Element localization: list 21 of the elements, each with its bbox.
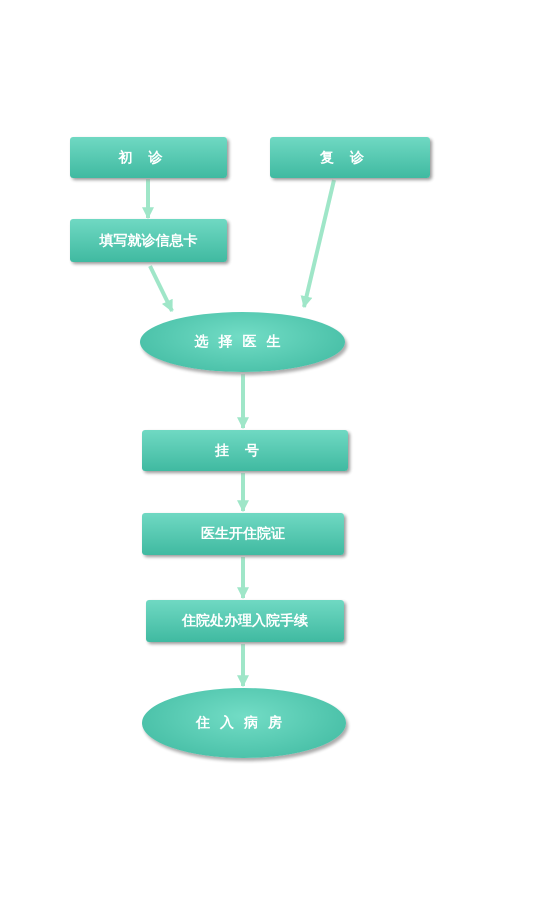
process-box	[270, 137, 430, 178]
process-box	[146, 600, 344, 642]
arrow	[148, 265, 174, 312]
node-label: 填写就诊信息卡	[100, 232, 198, 250]
arrow	[237, 473, 249, 512]
node-label: 住院处办理入院手续	[182, 612, 308, 630]
process-box	[70, 219, 227, 262]
process-box	[70, 137, 227, 178]
node-label: 医生开住院证	[201, 525, 285, 543]
node-label: 挂号	[215, 442, 275, 460]
node-label: 选择医生	[194, 333, 290, 351]
arrow	[237, 644, 249, 688]
node-label: 复诊	[320, 148, 380, 166]
arrow	[237, 557, 249, 600]
node-label: 住入病房	[196, 714, 292, 732]
arrow	[142, 179, 154, 220]
arrow	[300, 180, 336, 308]
node-label: 初诊	[118, 148, 178, 166]
process-box	[142, 430, 348, 471]
arrow	[237, 374, 249, 430]
process-box	[142, 513, 344, 555]
